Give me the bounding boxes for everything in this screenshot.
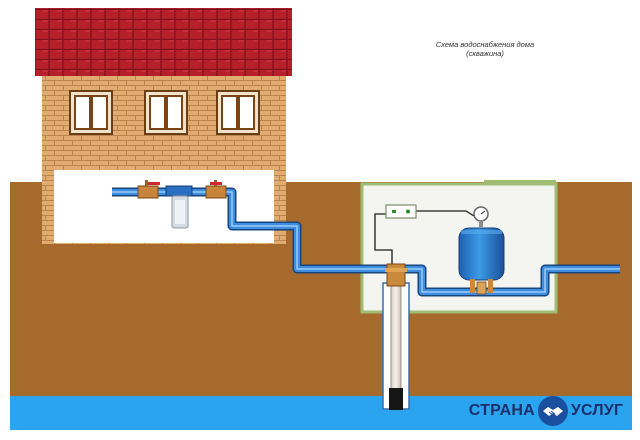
house-basement [54, 170, 274, 243]
submersible-pump [389, 388, 403, 410]
logo-right-word: УСЛУГ [570, 402, 624, 419]
inlet-valve [137, 180, 160, 199]
house-roof [35, 8, 292, 76]
pressure-tank [458, 227, 505, 295]
house [35, 8, 292, 244]
wellhead [385, 263, 407, 287]
diagram-title: Схема водоснабжения дома [435, 40, 535, 49]
water-filter [165, 185, 193, 229]
control-wiring [374, 210, 475, 264]
handshake-icon [537, 396, 568, 426]
well-casing [382, 282, 410, 410]
house-window [69, 90, 113, 135]
control-box [385, 204, 417, 219]
outlet-valve [205, 180, 227, 199]
pressure-gauge [473, 206, 489, 227]
diagram-subtitle: (скважина) [466, 49, 504, 58]
house-window [216, 90, 260, 135]
strana-uslug-logo[interactable]: СТРАНА УСЛУГ [461, 392, 631, 430]
water-layer [10, 396, 632, 430]
house-window [144, 90, 188, 135]
diagram-caption: Схема водоснабжения дома (скважина) [400, 40, 570, 58]
logo-left-word: СТРАНА [468, 402, 535, 419]
